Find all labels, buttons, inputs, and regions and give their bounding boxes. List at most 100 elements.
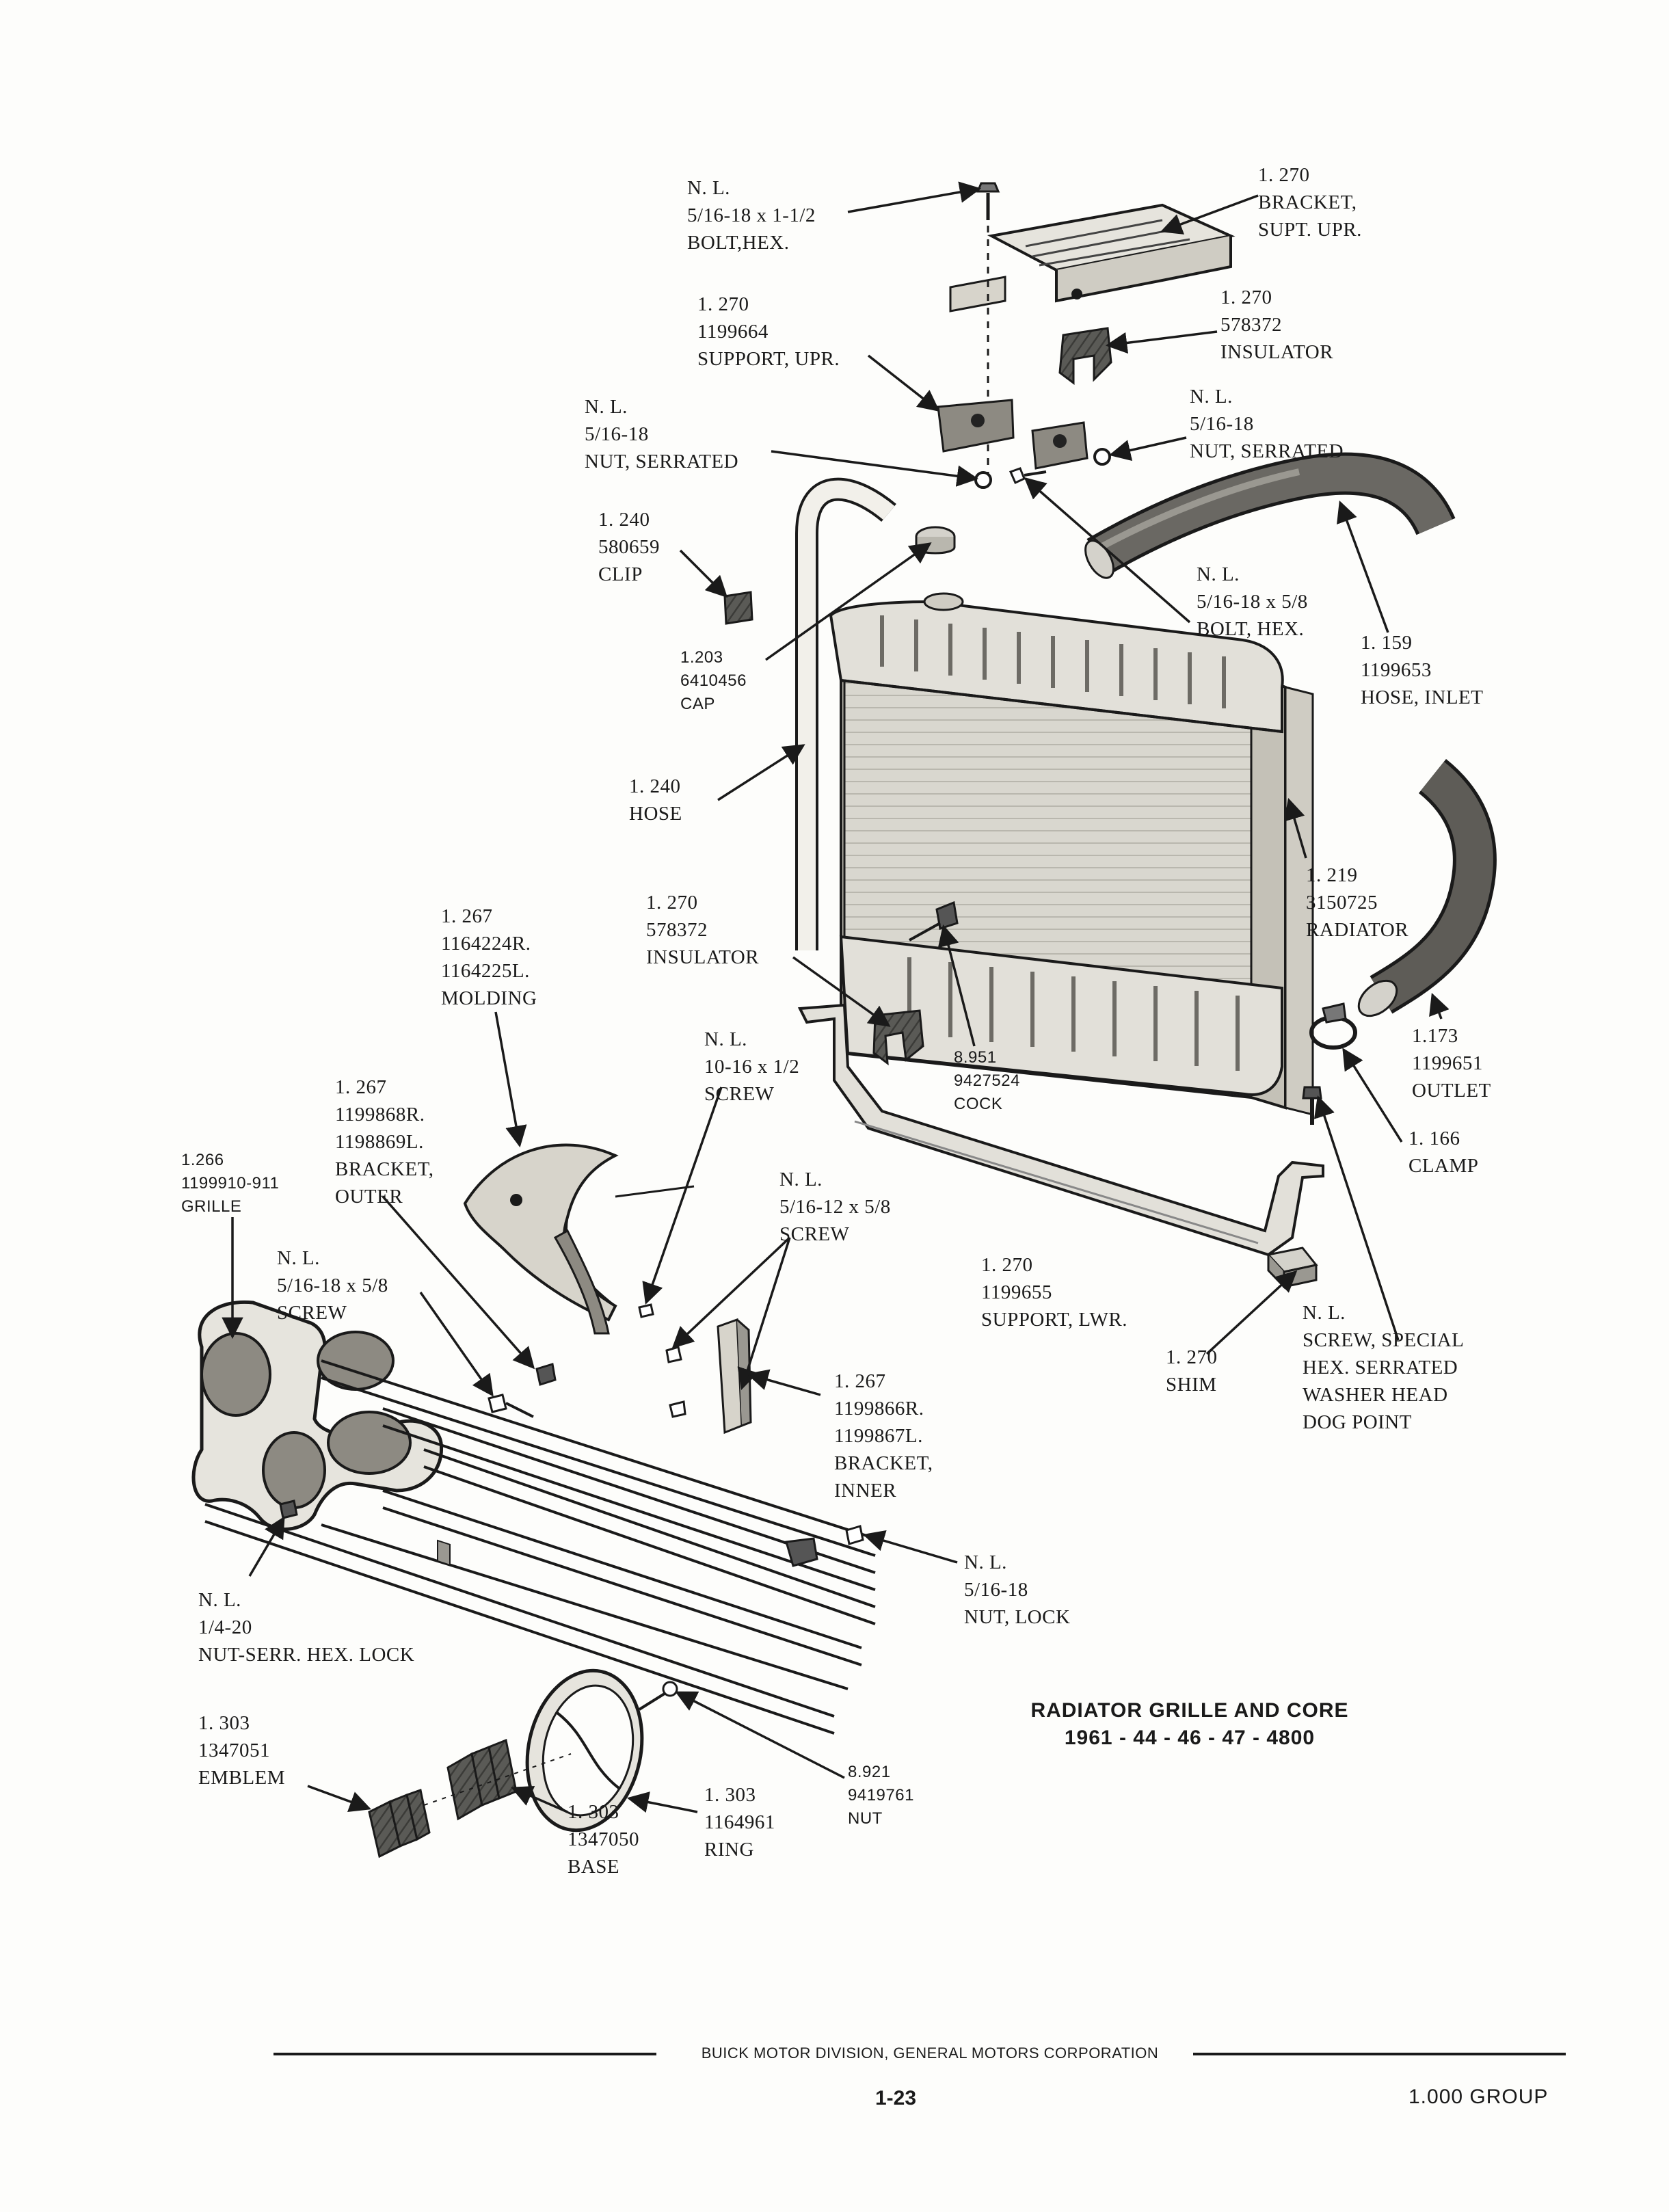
callout-line: MOLDING [441, 987, 537, 1009]
outer-bracket-part [553, 1229, 610, 1335]
callout-cock: 8.951 9427524 COCK [954, 1046, 1020, 1116]
callout-line: SUPT. UPR. [1258, 219, 1362, 241]
callout-line: NUT [848, 1809, 883, 1828]
radiator-core [829, 592, 1314, 1116]
callout-line: 5/16-18 [585, 423, 649, 445]
callout-line: 1. 267 [335, 1076, 387, 1098]
hose-clamp [1309, 1002, 1357, 1050]
callout-line: 10-16 x 1/2 [704, 1056, 800, 1078]
callout-line: BRACKET, [834, 1452, 933, 1474]
lock-nut-left [279, 1500, 298, 1519]
upper-support [937, 399, 1089, 470]
callout-hose: 1. 240 HOSE [629, 773, 682, 827]
callout-line: 1164224R. [441, 933, 531, 955]
lower-support [797, 1003, 1324, 1257]
callout-nut-serrated-left: N. L. 5/16-18 NUT, SERRATED [585, 393, 738, 475]
callout-line: N. L. [1190, 386, 1233, 408]
title-line-2: 1961 - 44 - 46 - 47 - 4800 [1064, 1727, 1316, 1749]
callout-line: N. L. [277, 1247, 320, 1269]
callout-support-upr: 1. 270 1199664 SUPPORT, UPR. [697, 291, 840, 373]
callout-line: SCREW [277, 1302, 347, 1324]
callout-line: 1. 166 [1408, 1128, 1460, 1149]
callout-support-lwr: 1. 270 1199655 SUPPORT, LWR. [981, 1251, 1127, 1333]
callout-line: 1199910-911 [181, 1174, 280, 1192]
callout-line: 1. 270 [697, 293, 749, 315]
callout-line: 1. 159 [1361, 632, 1413, 654]
callout-line: 5/16-18 x 5/8 [277, 1275, 388, 1296]
callout-nut-lock: N. L. 5/16-18 NUT, LOCK [964, 1549, 1070, 1631]
callout-bolt-hex-upper: N. L. 5/16-18 x 1-1/2 BOLT,HEX. [687, 174, 816, 256]
callout-line: BASE [568, 1856, 620, 1878]
callout-line: 1199868R. [335, 1104, 425, 1125]
callout-line: 5/16-18 [964, 1579, 1028, 1601]
leader-lines [222, 181, 1450, 1813]
callout-line: WASHER HEAD [1303, 1384, 1448, 1406]
callout-line: 1. 270 [646, 892, 698, 914]
callout-line: 1. 270 [1166, 1346, 1218, 1368]
callout-line: 9419761 [848, 1786, 914, 1804]
callout-line: 1.266 [181, 1151, 224, 1169]
callout-line: 1199867L. [834, 1425, 923, 1447]
footer-rule-left [273, 2053, 656, 2055]
callout-nut-serrated-right: N. L. 5/16-18 NUT, SERRATED [1190, 383, 1344, 465]
emblem [368, 1789, 431, 1858]
callout-line: SHIM [1166, 1374, 1217, 1396]
callout-line: SCREW [779, 1223, 850, 1245]
callout-screw-10-16: N. L. 10-16 x 1/2 SCREW [704, 1026, 799, 1108]
callout-line: 8.951 [954, 1048, 997, 1067]
callout-line: 1199866R. [834, 1398, 924, 1420]
callout-line: 1. 303 [198, 1712, 250, 1734]
emblem-ring [525, 1668, 678, 1833]
callout-line: 1. 270 [981, 1254, 1033, 1276]
callout-line: 1. 219 [1306, 864, 1358, 886]
callout-line: SUPPORT, UPR. [697, 348, 840, 370]
page-number: 1-23 [874, 2087, 917, 2109]
callout-line: 1. 303 [568, 1801, 619, 1823]
callout-line: 1. 240 [629, 775, 681, 797]
callout-line: INSULATOR [646, 946, 760, 968]
callout-molding: 1. 267 1164224R. 1164225L. MOLDING [441, 903, 537, 1012]
callout-line: 580659 [598, 536, 660, 558]
callout-line: RING [704, 1839, 754, 1861]
callout-screw-special: N. L. SCREW, SPECIAL HEX. SERRATED WASHE… [1303, 1299, 1464, 1436]
callout-line: 9427524 [954, 1071, 1020, 1090]
small-screws [488, 1303, 686, 1418]
callout-line: N. L. [585, 396, 628, 418]
callout-bolt-hex-short: N. L. 5/16-18 x 5/8 BOLT, HEX. [1197, 561, 1308, 643]
callout-line: CLIP [598, 563, 643, 585]
callout-line: 1198869L. [335, 1131, 424, 1153]
callout-clamp: 1. 166 CLAMP [1408, 1125, 1478, 1180]
callout-bracket-outer: 1. 267 1199868R. 1198869L. BRACKET, OUTE… [335, 1074, 433, 1210]
callout-line: DOG POINT [1303, 1411, 1412, 1433]
callout-line: 5/16-18 x 1-1/2 [687, 204, 816, 226]
callout-line: CAP [680, 695, 715, 713]
callout-line: 5/16-18 x 5/8 [1197, 591, 1308, 613]
callout-line: N. L. [779, 1169, 823, 1190]
callout-line: N. L. [1197, 563, 1240, 585]
callout-line: SCREW [704, 1083, 775, 1105]
callout-cap: 1.203 6410456 CAP [680, 646, 747, 716]
callout-line: 1. 303 [704, 1784, 756, 1806]
footer-division: BUICK MOTOR DIVISION, GENERAL MOTORS COR… [701, 2044, 1159, 2062]
callout-bracket-inner: 1. 267 1199866R. 1199867L. BRACKET, INNE… [834, 1368, 933, 1504]
title-line-1: RADIATOR GRILLE AND CORE [1030, 1699, 1349, 1722]
callout-insulator-upper: 1. 270 578372 INSULATOR [1220, 284, 1333, 366]
callout-line: NUT, LOCK [964, 1606, 1071, 1628]
callout-line: 1199653 [1361, 659, 1432, 681]
callout-line: 1. 267 [834, 1370, 886, 1392]
callout-line: 1. 270 [1258, 164, 1310, 186]
callout-ring: 1. 303 1164961 RING [704, 1781, 775, 1863]
callout-line: SUPPORT, LWR. [981, 1309, 1127, 1331]
callout-base: 1. 303 1347050 BASE [568, 1798, 639, 1880]
callout-line: INNER [834, 1480, 897, 1502]
callout-hose-inlet: 1. 159 1199653 HOSE, INLET [1361, 629, 1483, 711]
callout-line: 1164225L. [441, 960, 530, 982]
callout-line: 3150725 [1306, 892, 1378, 914]
callout-line: 8.921 [848, 1763, 891, 1781]
callout-line: 578372 [646, 919, 708, 941]
callout-grille: 1.266 1199910-911 GRILLE [181, 1149, 279, 1218]
callout-line: 5/16-12 x 5/8 [779, 1196, 891, 1218]
callout-line: 1. 240 [598, 509, 650, 531]
